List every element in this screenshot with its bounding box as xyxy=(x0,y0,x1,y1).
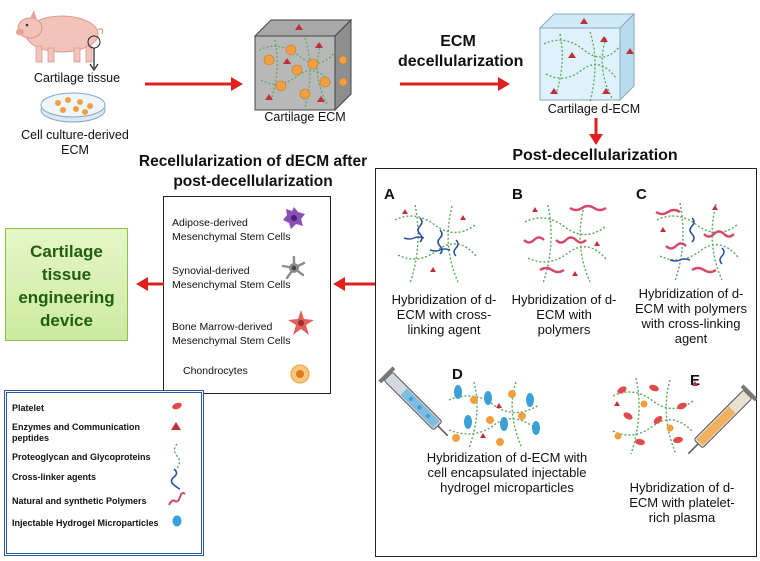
chondrocyte-cell-icon xyxy=(290,364,310,384)
decm-cube xyxy=(538,12,636,103)
legend-polymer-label: Natural and synthetic Polymers xyxy=(12,496,147,506)
recell-title: Recellularization of dECM after post-dec… xyxy=(138,153,368,190)
arrow-to-decm xyxy=(400,77,510,91)
panel-b-caption: Hybridization of d-ECM with polymers xyxy=(511,292,617,337)
panel-e-illustration xyxy=(612,377,698,455)
arrow-recell-to-device xyxy=(136,277,164,291)
synovial-cell-icon xyxy=(281,255,306,280)
panel-b-illustration xyxy=(523,204,607,284)
panel-c-caption: Hybridization of d-ECM with polymers wit… xyxy=(635,286,747,346)
legend-enzymes-label: Enzymes and Communication peptides xyxy=(12,422,141,443)
device-label: Cartilage tissue engineering device xyxy=(18,242,115,330)
syringe-e-icon xyxy=(687,384,758,455)
recell-cells-box xyxy=(163,196,331,394)
cartilage-ecm-cube xyxy=(253,18,353,112)
panel-b-letter: B xyxy=(512,186,523,203)
adipose-cell-icon xyxy=(283,207,305,229)
petri-dish-icon xyxy=(40,92,106,123)
post-decell-box xyxy=(375,168,757,557)
panel-a-caption: Hybridization of d-ECM with cross-linkin… xyxy=(391,292,497,337)
pig-icon xyxy=(16,10,104,72)
legend-crosslinker-label: Cross-linker agents xyxy=(12,472,97,482)
triangle-icon xyxy=(171,422,181,430)
syringe-d-icon xyxy=(378,366,449,437)
legend-platelet-label: Platelet xyxy=(12,403,45,413)
legend-box xyxy=(4,390,204,556)
arrow-to-ecm xyxy=(145,77,243,91)
cartilage-tissue-label: Cartilage tissue xyxy=(33,71,121,85)
platelet-icon xyxy=(172,402,182,410)
cell-adipose-label: Adipose-derived Mesenchymal Stem Cells xyxy=(172,217,291,243)
panel-d-letter: D xyxy=(452,366,463,383)
bone-marrow-cell-icon xyxy=(288,310,314,335)
cartilage-ecm-label: Cartilage ECM xyxy=(264,110,346,124)
panel-d-illustration xyxy=(448,381,540,449)
panel-c-letter: C xyxy=(636,186,647,203)
microparticle-icon xyxy=(172,515,182,527)
device-box xyxy=(5,228,128,341)
decm-label: Cartilage d-ECM xyxy=(547,102,641,116)
cell-bone-marrow-label: Bone Marrow-derived Mesenchymal Stem Cel… xyxy=(172,321,291,347)
legend-proteoglycan-label: Proteoglycan and Glycoproteins xyxy=(12,452,151,462)
cell-chondrocytes-label: Chondrocytes xyxy=(183,365,248,377)
panel-a-illustration xyxy=(394,204,477,284)
panel-e-letter: E xyxy=(690,372,701,389)
panel-e-caption: Hybridization of d-ECM with platelet-ric… xyxy=(629,480,735,525)
panel-d-caption: Hybridization of d-ECM with cell encapsu… xyxy=(426,450,588,495)
culture-ecm-label: Cell culture-derived ECM xyxy=(21,128,129,157)
proteoglycan-icon xyxy=(173,443,181,469)
polymer-icon xyxy=(168,492,186,506)
cell-synovial-label: Synovial-derived Mesenchymal Stem Cells xyxy=(172,265,291,291)
arrow-down-to-post xyxy=(589,118,603,145)
decellularization-step-label: ECM decellularization xyxy=(398,33,524,70)
panel-a-letter: A xyxy=(384,186,395,203)
legend-microparticle-label: Injectable Hydrogel Microparticles xyxy=(12,518,159,528)
crosslinker-icon xyxy=(170,468,181,490)
post-decell-title: Post-decellularization xyxy=(512,147,678,164)
arrow-post-to-recell xyxy=(333,277,375,291)
panel-c-illustration xyxy=(655,202,739,282)
